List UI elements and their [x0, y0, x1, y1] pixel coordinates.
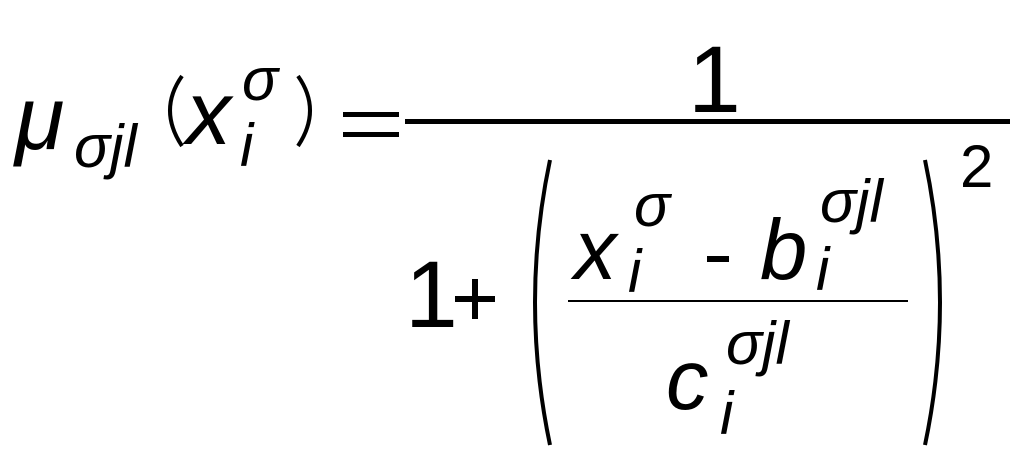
inner-x: x	[574, 203, 617, 298]
right-paren-small	[296, 74, 312, 148]
exponent-two: 2	[960, 133, 994, 200]
denominator-one: 1	[405, 242, 458, 348]
lhs-x-subscript: i	[240, 112, 254, 179]
inner-x-superscript: σ	[634, 172, 671, 239]
left-paren-small	[168, 74, 184, 148]
mu-subscript: σjl	[74, 113, 137, 180]
equals-sign-top	[343, 112, 399, 117]
inner-c: c	[666, 333, 709, 428]
mu-symbol: μ	[15, 69, 65, 169]
lhs-x: x	[186, 64, 231, 164]
right-paren-large	[923, 159, 942, 446]
inner-c-superscript: σjl	[726, 310, 789, 377]
inner-b-subscript: i	[816, 236, 830, 303]
main-fraction-line	[405, 119, 1010, 124]
inner-c-subscript: i	[720, 380, 734, 447]
lhs-x-superscript: σ	[242, 46, 279, 113]
inner-b: b	[760, 203, 808, 298]
plus-sign-vertical	[472, 279, 478, 319]
inner-x-subscript: i	[628, 238, 642, 305]
inner-fraction-line	[568, 300, 908, 302]
equals-sign-bottom	[343, 132, 399, 137]
left-paren-large	[533, 159, 552, 446]
numerator-one: 1	[688, 27, 741, 133]
minus-sign	[707, 256, 729, 262]
inner-b-superscript: σjl	[820, 168, 883, 235]
